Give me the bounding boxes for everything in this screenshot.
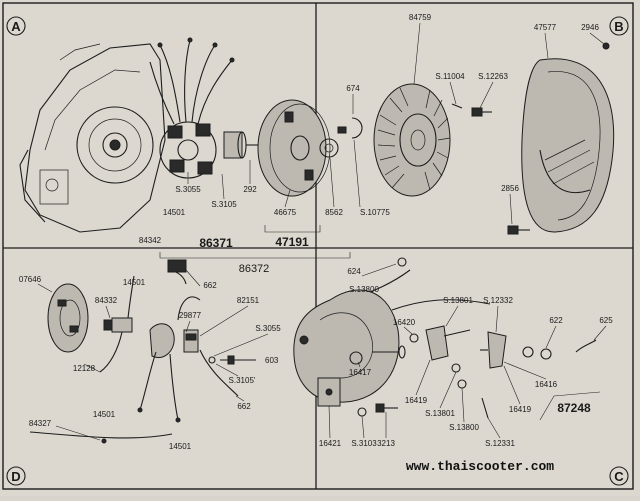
label-674: 674 (346, 84, 360, 93)
label-s13801-a: S.13801 (443, 296, 473, 305)
label-14501-b: 14501 (123, 278, 146, 287)
label-47577: 47577 (534, 23, 557, 32)
label-2856: 2856 (501, 184, 519, 193)
ignition-backplate-drawing (47, 283, 89, 353)
label-s3105: S.3105 (211, 200, 237, 209)
label-292: 292 (243, 185, 257, 194)
cover-screw-drawing (507, 225, 530, 235)
label-s12332: S.12332 (483, 296, 513, 305)
label-29877: 29877 (179, 311, 202, 320)
quadrant-a-marker: A (6, 16, 26, 36)
label-662-a: 662 (203, 281, 217, 290)
label-86372: 86372 (239, 263, 270, 275)
brake-lever-drawing (409, 325, 597, 419)
brake-backplate-drawing (293, 289, 400, 407)
label-8562: 8562 (325, 208, 343, 217)
svg-text:B: B (614, 19, 623, 34)
label-624: 624 (347, 267, 361, 276)
label-86371: 86371 (199, 236, 233, 250)
label-87248: 87248 (557, 401, 591, 415)
label-s13800-b: S.13800 (449, 423, 479, 432)
quadrant-d-marker: D (6, 466, 26, 486)
cable-rod-drawing (369, 257, 491, 359)
label-84342: 84342 (139, 236, 162, 245)
cooling-fan-drawing (373, 83, 451, 197)
label-16421: 16421 (319, 439, 342, 448)
label-47191: 47191 (275, 235, 309, 249)
label-82151: 82151 (237, 296, 260, 305)
wire-harness-drawing (29, 259, 187, 444)
label-s3105-d: S.3105' (229, 376, 256, 385)
label-84332: 84332 (95, 296, 118, 305)
fan-cover-drawing (521, 42, 615, 233)
label-625: 625 (599, 316, 613, 325)
label-16417: 16417 (349, 368, 372, 377)
label-622: 622 (549, 316, 563, 325)
label-14501-a: 14501 (163, 208, 186, 217)
label-s13800-a: S.13800 (349, 285, 379, 294)
screw-and-washer-d-drawing (208, 355, 256, 365)
label-s13801-b: S.13801 (425, 409, 455, 418)
label-s12331: S.12331 (485, 439, 515, 448)
label-s10775: S.10775 (360, 208, 390, 217)
label-16416: 16416 (535, 380, 558, 389)
label-84327: 84327 (29, 419, 52, 428)
label-14501-c: 14501 (93, 410, 116, 419)
svg-text:A: A (11, 19, 21, 34)
label-16419-a: 16419 (405, 396, 428, 405)
quadrant-c-marker: C (609, 466, 629, 486)
label-07646: 07646 (19, 275, 42, 284)
flywheel-drawing (257, 99, 331, 197)
label-14501-d: 14501 (169, 442, 192, 451)
label-s3103: S.3103 (351, 439, 377, 448)
label-603: 603 (265, 356, 279, 365)
label-s11004: S.11004 (435, 72, 465, 81)
site-watermark: www.thaiscooter.com (406, 459, 554, 474)
label-s12263: S.12263 (478, 72, 508, 81)
outer-frame (2, 2, 634, 490)
hub-spacer-drawing (223, 131, 258, 159)
condenser-assembly-drawing (139, 296, 239, 421)
label-s3055-a: S.3055 (175, 185, 201, 194)
label-16419-b: 16419 (509, 405, 532, 414)
label-3213: 3213 (377, 439, 395, 448)
fan-screw-drawing (451, 103, 492, 117)
label-12128: 12128 (73, 364, 96, 373)
stator-plate-drawing (149, 37, 235, 179)
svg-text:D: D (11, 469, 20, 484)
brake-screw-drawing (357, 403, 398, 417)
label-84759: 84759 (409, 13, 432, 22)
ignition-coil-drawing (99, 275, 135, 373)
label-16420: 16420 (393, 318, 416, 327)
engine-casing-drawing (19, 43, 166, 233)
quadrant-b-marker: B (609, 16, 629, 36)
washer-and-nut-drawing (319, 117, 363, 158)
label-2946: 2946 (581, 23, 599, 32)
label-s3055-d: S.3055 (255, 324, 281, 333)
label-46675: 46675 (274, 208, 297, 217)
svg-text:C: C (614, 469, 624, 484)
label-662-d: 662 (237, 402, 251, 411)
